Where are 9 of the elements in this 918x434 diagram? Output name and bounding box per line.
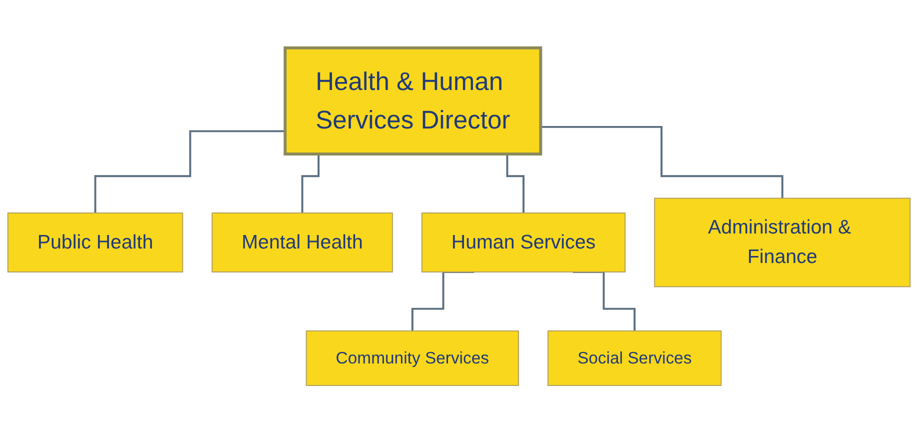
node-box: Community Services bbox=[306, 330, 519, 386]
node-box: Administration & Finance bbox=[654, 198, 911, 288]
node-box: Human Services bbox=[421, 212, 626, 273]
connector bbox=[94, 130, 286, 214]
node-box: Public Health bbox=[7, 212, 184, 273]
connector bbox=[540, 126, 784, 200]
node-box: Social Services bbox=[548, 330, 722, 386]
node-box: Mental Health bbox=[212, 212, 393, 273]
node-box: Health & Human Services Director bbox=[284, 46, 542, 156]
